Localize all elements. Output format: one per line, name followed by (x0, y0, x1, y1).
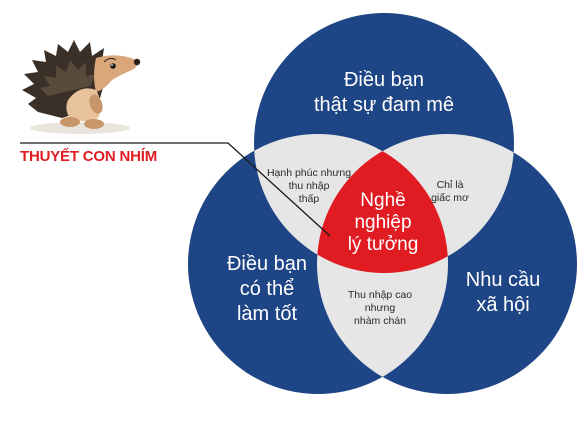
label-happy-low-income: Hạnh phúc nhưng thu nhập thấp (266, 167, 352, 205)
label-social-need: Nhu cầu xã hội (465, 269, 541, 316)
label-passion: Điều bạn thật sự đam mê (313, 69, 455, 116)
label-just-a-dream: Chỉ là giấc mơ (431, 179, 469, 204)
label-skill: Điều bạn có thể làm tốt (226, 253, 308, 325)
hedgehog-illustration (22, 40, 141, 134)
label-high-income-boring: Thu nhập cao nhưng nhàm chán (347, 289, 413, 327)
label-ideal-career: Nghề nghiệp lý tưởng (347, 190, 419, 255)
concept-title: THUYẾT CON NHÍM (20, 148, 157, 165)
leader-line (20, 142, 331, 237)
